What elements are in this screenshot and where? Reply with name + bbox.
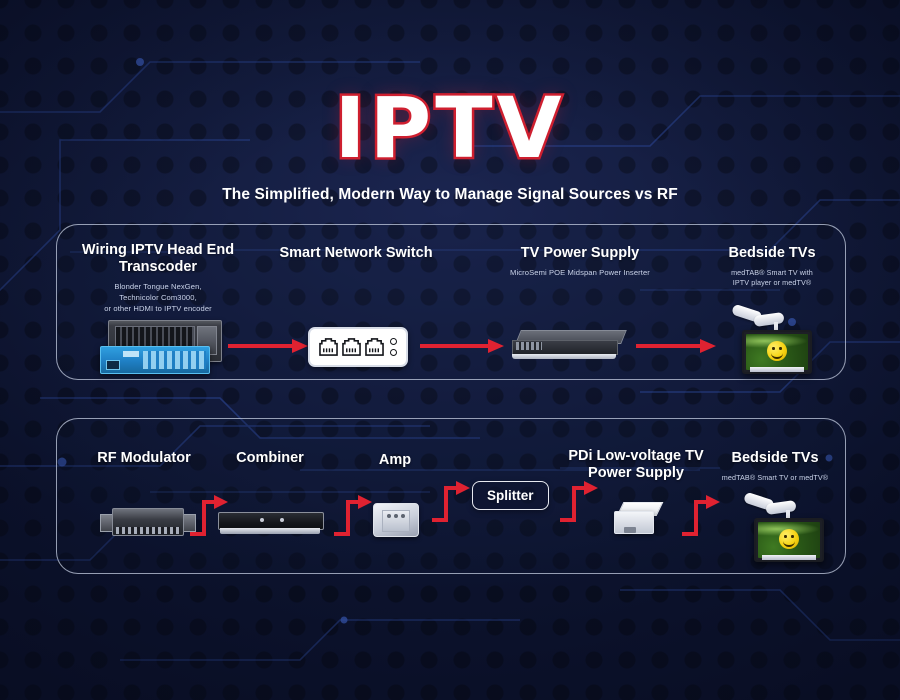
page-title: IPTV [332,79,566,177]
step-title: Bedside TVs [728,245,816,261]
tv-base [762,555,816,560]
arrow-splitter-to-power [560,481,598,522]
device-poe-midspan [512,326,628,362]
card-chip [106,360,120,370]
poe-midspan-icon [512,330,627,359]
amplifier-icon [373,503,419,537]
switch-status-leds [390,338,397,356]
tv-screen [742,330,812,374]
step-rf-modulator: RF Modulator [84,450,204,467]
step-title: Wiring IPTV Head End Transcoder [81,242,235,276]
device-amplifier [373,503,419,537]
step-title: Bedside TVs [731,450,819,466]
step-title: Smart Network Switch [279,245,433,261]
step-title: Amp [378,452,412,468]
step-head-end-transcoder: Wiring IPTV Head End Transcoder Blonder … [78,242,238,315]
combiner-icon [218,512,324,534]
arrow-rf-3-to-splitter [432,481,470,522]
device-rf-modulator [100,506,196,538]
step-title: Combiner [236,450,304,466]
tv-base [750,367,804,372]
page-subtitle: The Simplified, Modern Way to Manage Sig… [222,186,678,203]
midspan-ports [516,342,542,350]
arrow-2-to-3 [420,339,504,353]
step-smart-network-switch: Smart Network Switch [276,245,436,262]
splitter-label: Splitter [487,488,534,503]
step-subtitle: medTAB® Smart TV or medTV® [721,473,829,483]
step-pdi-power-supply: PDi Low-voltage TV Power Supply [562,448,710,482]
amp-faceplate [382,510,410,532]
step-title: TV Power Supply [520,245,640,261]
rj45-port-icon [342,338,361,356]
device-bedside-tv-iptv [726,302,816,376]
arrow-power-to-tv [682,495,720,536]
midspan-base [512,354,616,359]
arrow-1-to-2 [228,339,308,353]
panel-rf-flow [56,418,846,574]
power-brick-icon [614,502,664,536]
device-bedside-tv-rf [738,490,828,564]
device-head-end-transcoder [100,320,226,376]
rj45-port-icon [319,338,338,356]
step-combiner: Combiner [215,450,325,467]
bedside-tv-icon [726,302,816,376]
arrow-3-to-4 [636,339,716,353]
bedside-tv-icon [738,490,828,564]
smiley-face-icon [767,341,787,361]
splitter-node[interactable]: Splitter [472,481,549,510]
step-bedside-tvs-iptv: Bedside TVs medTAB® Smart TV with IPTV p… [692,245,852,289]
device-network-switch [308,327,408,367]
arrow-rf-1-to-2 [190,495,228,536]
arrow-rf-2-to-3 [334,495,372,536]
step-title: PDi Low-voltage TV Power Supply [568,448,704,482]
step-tv-power-supply: TV Power Supply MicroSemi POE Midspan Po… [490,245,670,279]
device-pdi-power-supply [614,502,664,536]
header: IPTV The Simplified, Modern Way to Manag… [0,79,900,204]
rf-modulator-icon [100,506,196,538]
device-combiner [218,512,324,534]
card-ports [143,351,206,369]
step-bedside-tvs-rf: Bedside TVs medTAB® Smart TV or medTV® [700,450,850,483]
network-switch-icon [308,327,408,367]
tv-screen [754,518,824,562]
step-amplifier: Amp [355,452,435,469]
smiley-face-icon [779,529,799,549]
step-subtitle: MicroSemi POE Midspan Power Inserter [510,268,650,278]
rj45-port-icon [365,338,384,356]
step-subtitle: Blonder Tongue NexGen, Technicolor Com30… [104,282,212,313]
card-chip-2 [123,351,139,357]
blue-encoder-card-icon [100,346,210,374]
step-title: RF Modulator [97,450,191,466]
step-subtitle: medTAB® Smart TV with IPTV player or med… [731,268,813,288]
